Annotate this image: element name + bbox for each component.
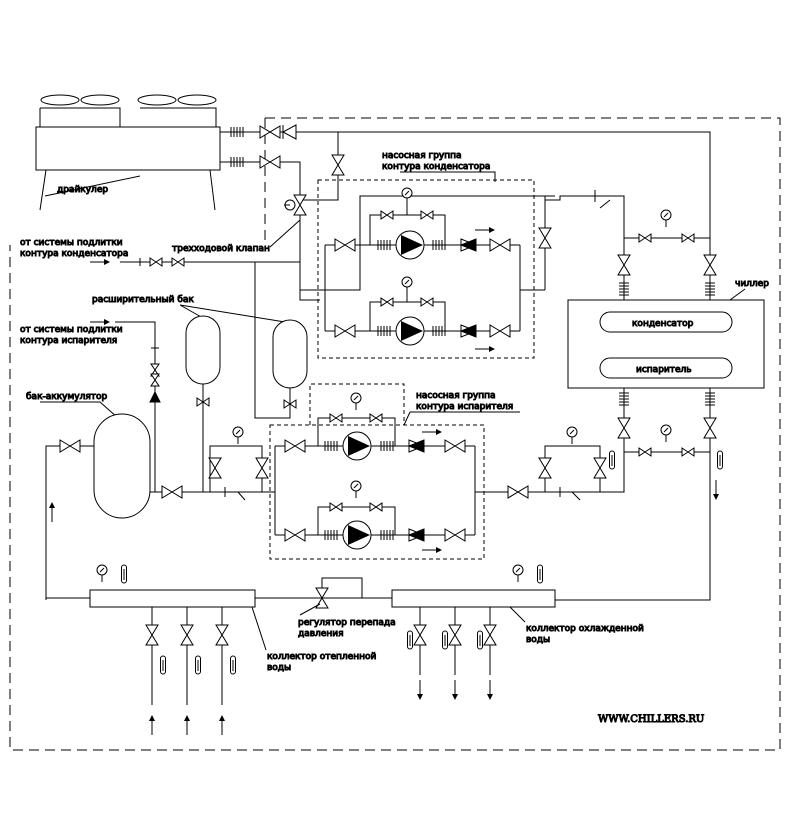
chiller-label: чиллер [735, 279, 769, 289]
cond-pump-group-label-1: насосная группа [382, 151, 462, 161]
chilled-collector-label-1: коллектор охлажденной [526, 624, 644, 634]
condenser-vessel [599, 311, 733, 333]
warm-collector-label-1: коллектор отепленной [267, 652, 376, 662]
cond-pump-group-leader [400, 171, 496, 182]
evap-pump-group-label-1: насосная группа [416, 391, 496, 401]
website-watermark: WWW.CHILLERS.RU [598, 714, 704, 725]
condenser-label: конденсатор [632, 319, 694, 329]
warm-collector-leader [251, 606, 267, 651]
evap-outlet-pipes [475, 426, 607, 501]
cond-supply-label-1: от системы подлитки [20, 238, 123, 248]
chilled-collector-branches [407, 607, 497, 701]
cond-pump-1 [324, 187, 521, 331]
evap-supply-label-2: контура испарителя [20, 336, 117, 346]
accumulator-label: бак-аккумулятор [26, 392, 107, 402]
evap-supply-line [89, 318, 161, 492]
evaporator-vessel [599, 357, 733, 379]
warm-collector-branches [145, 607, 236, 736]
chilled-collector-leader [509, 606, 526, 623]
evap-pump-group-label-2: контура испарителя [416, 402, 513, 412]
chiller-leader [729, 288, 746, 301]
expansion-tank-1 [185, 315, 221, 492]
cond-supply-label-2: контура конденсатора [20, 249, 128, 259]
evap-pump-1 [274, 392, 476, 535]
evap-pump-group-leader [403, 411, 520, 426]
site-boundary [9, 117, 781, 751]
warm-collector-label-2: воды [267, 663, 291, 673]
warm-water-collector [89, 589, 256, 608]
drycooler-pipes [188, 124, 711, 301]
dp-regulator-label-2: давления [298, 629, 343, 639]
evap-supply-label-1: от системы подлитки [20, 325, 123, 335]
evaporator-label: испаритель [636, 365, 692, 375]
cond-pump-2 [325, 276, 520, 353]
evaporator-pipes [555, 388, 723, 601]
dp-regulator-label-1: регулятор перепада [298, 618, 396, 628]
three-way-valve-label: трехходовой клапан [172, 244, 270, 254]
expansion-tank-leaders [179, 304, 286, 323]
accumulator-pipes [45, 426, 275, 600]
cond-pump-group-label-2: контура конденсатора [382, 162, 490, 172]
chilled-water-collector [391, 589, 556, 608]
accumulator-tank [93, 413, 151, 519]
collector-connections [46, 564, 543, 609]
chilled-collector-label-2: воды [526, 635, 550, 645]
dp-regulator-leader [299, 603, 321, 616]
cond-pump-group-box [317, 179, 535, 359]
condenser-inlet-pipes [538, 190, 717, 300]
accumulator-leader [40, 401, 119, 419]
expansion-tank-label: расширительный бак [92, 295, 194, 305]
drycooler-unit [35, 94, 221, 211]
cond-supply-line [89, 257, 188, 267]
drycooler-label: драйкулер [57, 185, 108, 195]
expansion-tank-2 [254, 262, 308, 419]
three-way-valve-leader [269, 219, 301, 248]
evap-pump-2 [275, 480, 475, 554]
evap-pump-group-box-top [309, 383, 405, 425]
